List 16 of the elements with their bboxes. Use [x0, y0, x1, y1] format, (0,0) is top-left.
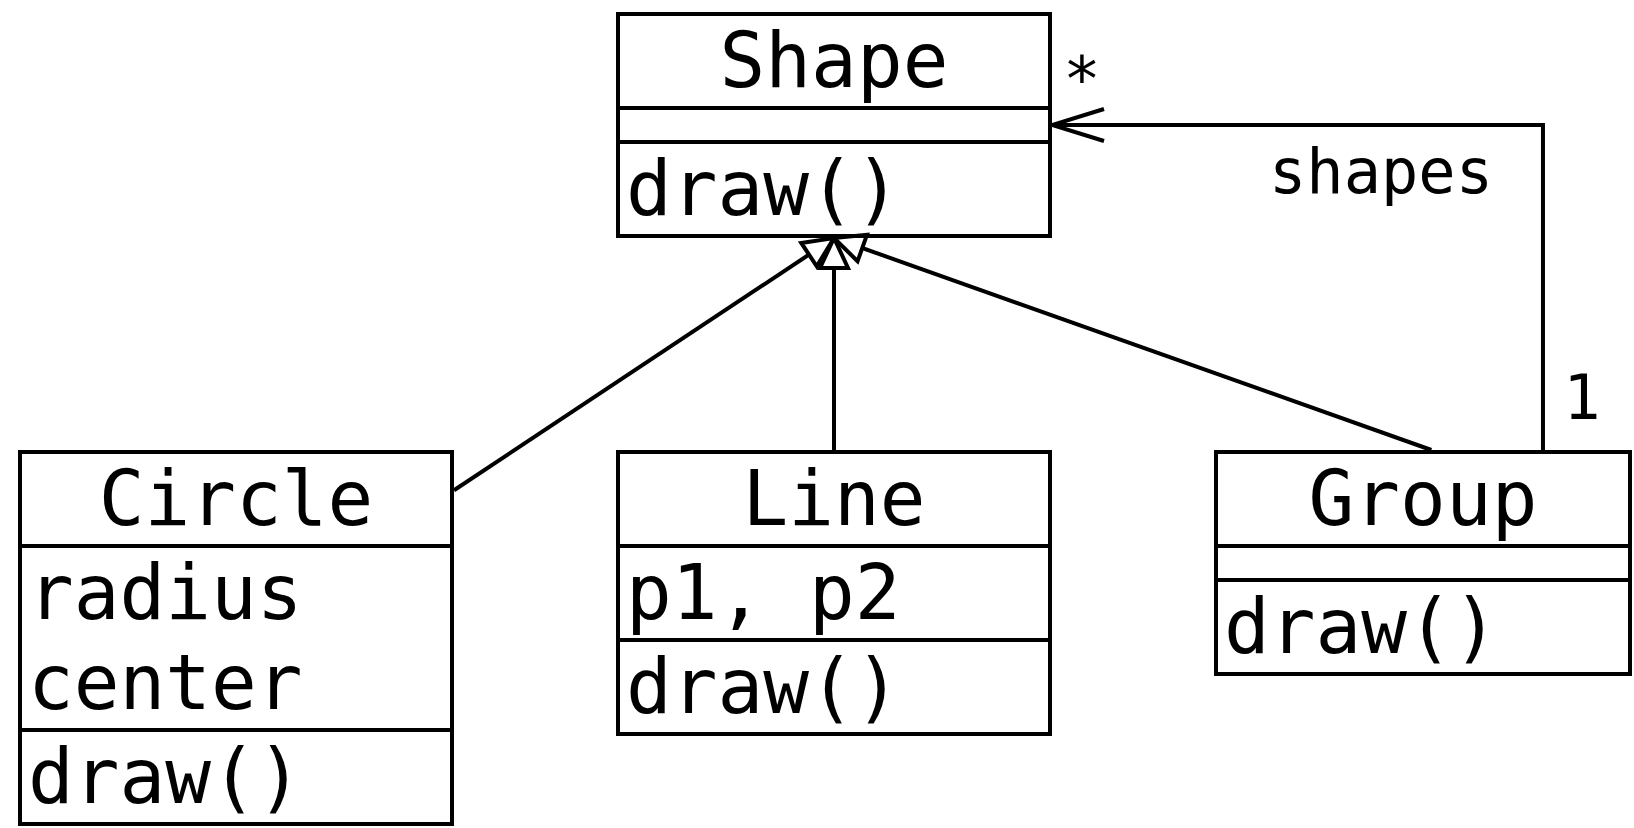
class-box: [616, 12, 1052, 238]
class-name: Circle: [97, 454, 375, 544]
association-arrow: [1050, 107, 1545, 450]
multiplicity-label: 1: [1563, 367, 1601, 429]
multiplicity-label: *: [1063, 49, 1101, 111]
operation-list: draw(): [22, 728, 450, 822]
class-name: Line: [741, 454, 927, 544]
class-name: Shape: [718, 16, 950, 106]
operation-list: draw(): [620, 638, 1048, 732]
class-box: [616, 450, 1052, 736]
class-name: Group: [1307, 454, 1539, 544]
class-box: [1214, 450, 1632, 676]
operation-list: draw(): [1218, 578, 1628, 672]
class-box: [18, 450, 454, 826]
attribute-list: p1, p2: [620, 544, 1048, 638]
operation-list: draw(): [620, 140, 1048, 234]
